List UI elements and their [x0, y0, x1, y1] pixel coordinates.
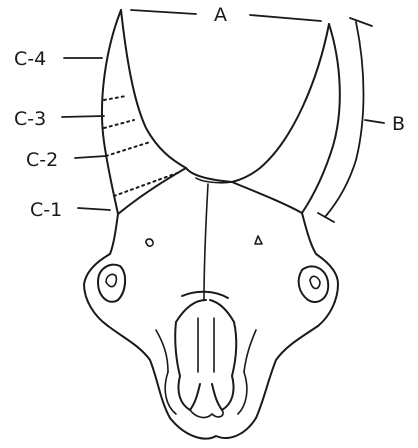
right-horn [232, 24, 340, 213]
label-c1: C-1 [30, 199, 62, 221]
nasal-region [156, 292, 256, 418]
left-orbit [98, 265, 125, 302]
central-suture [196, 178, 232, 300]
left-horn [102, 10, 186, 214]
label-c4: C-4 [14, 48, 46, 70]
skull-outline [84, 168, 338, 439]
leader-c3 [62, 116, 104, 117]
horn-ring-c4 [104, 96, 126, 100]
right-eye-mark [255, 236, 262, 244]
horn-ring-c3 [104, 120, 134, 128]
horn-ring-c2 [106, 142, 150, 156]
right-orbit [299, 266, 329, 302]
leader-c1 [78, 208, 110, 210]
label-c3: C-3 [14, 108, 46, 130]
leader-c2 [75, 156, 106, 158]
label-a: A [214, 4, 227, 26]
left-eye-mark [146, 239, 153, 246]
label-c2: C-2 [26, 149, 58, 171]
label-b: B [392, 113, 405, 135]
bracket-b [318, 18, 384, 222]
